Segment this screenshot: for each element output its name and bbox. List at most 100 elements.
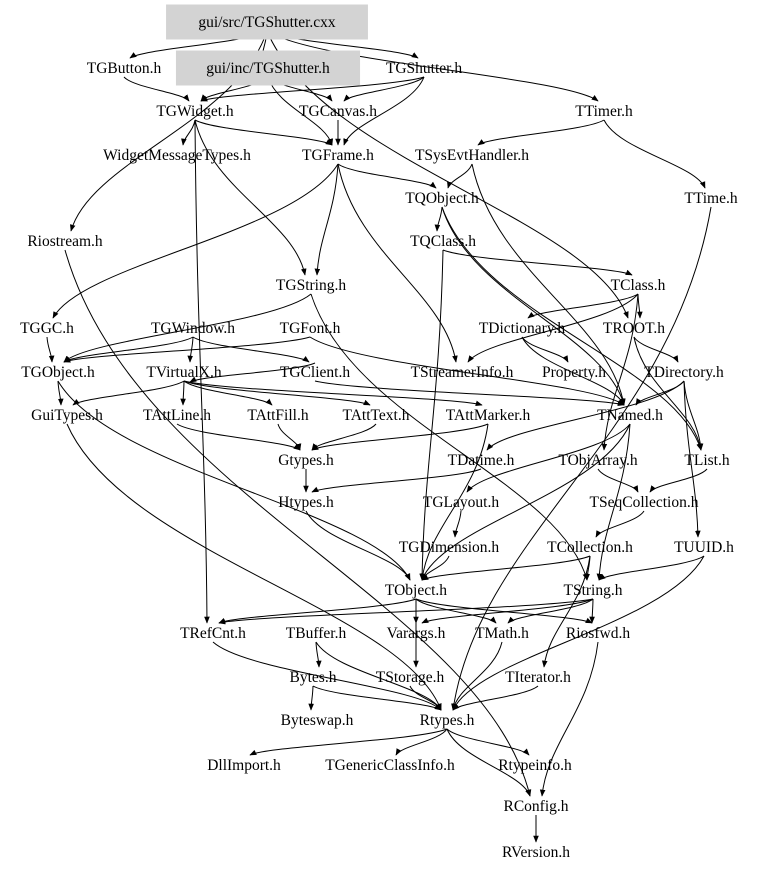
node-tclass-h[interactable]: TClass.h	[611, 277, 666, 294]
node-tuuid-h[interactable]: TUUID.h	[674, 539, 734, 556]
node-property-h[interactable]: Property.h	[542, 364, 606, 381]
node-label: TList.h	[684, 452, 729, 469]
edge-troot-h-to-tdirectory-h	[633, 336, 679, 363]
edge-tqobject-h-to-tqclass-h	[434, 206, 443, 232]
node-tgbutton-h[interactable]: TGButton.h	[87, 60, 162, 77]
node-widgetmessagetypes-h[interactable]: WidgetMessageTypes.h	[103, 147, 251, 164]
node-tgfont-h[interactable]: TGFont.h	[280, 320, 341, 337]
node-tseqcollection-h[interactable]: TSeqCollection.h	[590, 494, 699, 511]
node-rversion-h[interactable]: RVersion.h	[502, 844, 570, 861]
edge-rtypes-h-to-tgenericclassinfo-h	[395, 728, 448, 756]
node-tgstring-h[interactable]: TGString.h	[276, 277, 346, 294]
node-label: TIterator.h	[505, 669, 571, 686]
node-tggc-h[interactable]: TGGC.h	[20, 320, 74, 337]
node-tgwindow-h[interactable]: TGWindow.h	[151, 320, 235, 337]
node-ttime-h[interactable]: TTime.h	[684, 190, 738, 207]
node-tgframe-h[interactable]: TGFrame.h	[302, 147, 374, 164]
edge-gui-inc-tgshutter-h-to-tgframe-h	[267, 76, 334, 146]
edge-tmath-h-to-rtypes-h	[451, 641, 503, 711]
node-tatttext-h[interactable]: TAttText.h	[343, 407, 410, 424]
node-tqobject-h[interactable]: TQObject.h	[405, 190, 479, 207]
edge-tvirtualx-h-to-guitypes-h	[72, 380, 185, 406]
edge-tdirectory-h-to-tlist-h	[683, 380, 704, 451]
node-tgclient-h[interactable]: TGClient.h	[280, 364, 350, 381]
node-label: Rtypeinfo.h	[498, 757, 572, 774]
node-troot-h[interactable]: TROOT.h	[603, 320, 665, 337]
node-tcollection-h[interactable]: TCollection.h	[547, 539, 633, 556]
edge-tnamed-h-to-tstring-h	[596, 423, 631, 581]
node-tgenericclassinfo-h[interactable]: TGenericClassInfo.h	[325, 757, 455, 774]
node-tsysevthandler-h[interactable]: TSysEvtHandler.h	[415, 147, 529, 164]
node-titerator-h[interactable]: TIterator.h	[505, 669, 571, 686]
edge-rtypes-h-to-rtypeinfo-h	[446, 728, 530, 756]
node-tstorage-h[interactable]: TStorage.h	[376, 669, 445, 686]
node-riostream-h[interactable]: Riostream.h	[27, 233, 103, 250]
edge-troot-h-to-tlist-h	[633, 336, 703, 451]
node-tbuffer-h[interactable]: TBuffer.h	[286, 625, 347, 642]
node-label: TSeqCollection.h	[590, 494, 699, 511]
node-label: Htypes.h	[278, 494, 334, 511]
node-guitypes-h[interactable]: GuiTypes.h	[31, 407, 103, 424]
node-label: TGWidget.h	[156, 103, 234, 120]
node-label: TGenericClassInfo.h	[325, 757, 455, 774]
node-gui-inc-tgshutter-h[interactable]: gui/inc/TGShutter.h	[175, 50, 361, 86]
node-tgwidget-h[interactable]: TGWidget.h	[156, 103, 234, 120]
node-varargs-h[interactable]: Varargs.h	[387, 625, 446, 642]
edge-tdictionary-h-to-property-h	[521, 336, 569, 363]
node-tstring-h[interactable]: TString.h	[564, 582, 623, 599]
node-rtypes-h[interactable]: Rtypes.h	[420, 712, 475, 729]
node-tobjarray-h[interactable]: TObjArray.h	[558, 452, 637, 469]
node-tvirtualx-h[interactable]: TVirtualX.h	[146, 364, 222, 381]
node-label: RConfig.h	[503, 798, 568, 815]
node-tstreamerinfo-h[interactable]: TStreamerInfo.h	[411, 364, 514, 381]
node-label: Varargs.h	[387, 625, 446, 642]
node-label: TGButton.h	[87, 60, 162, 77]
node-label: GuiTypes.h	[31, 407, 103, 424]
node-label: TStorage.h	[376, 669, 445, 686]
edge-bytes-h-to-byteswap-h	[308, 685, 314, 711]
node-highlight-box	[175, 50, 361, 86]
node-tgshutter-h[interactable]: TGShutter.h	[386, 60, 462, 77]
node-label: Riostream.h	[27, 233, 103, 250]
node-byteswap-h[interactable]: Byteswap.h	[281, 712, 354, 729]
node-label: TObjArray.h	[558, 452, 637, 469]
node-tgobject-h[interactable]: TGObject.h	[21, 364, 95, 381]
node-tlist-h[interactable]: TList.h	[684, 452, 729, 469]
edge-tvirtualx-h-to-tattmarker-h	[183, 380, 483, 406]
node-label: TBuffer.h	[286, 625, 347, 642]
edge-tcollection-h-to-tstring-h	[584, 555, 591, 581]
node-tqclass-h[interactable]: TQClass.h	[410, 233, 476, 250]
edge-tgframe-h-to-tqobject-h	[337, 163, 437, 189]
node-dllimport-h[interactable]: DllImport.h	[207, 757, 281, 774]
node-tdatime-h[interactable]: TDatime.h	[448, 452, 515, 469]
node-tnamed-h[interactable]: TNamed.h	[597, 407, 663, 424]
node-label: Gtypes.h	[278, 452, 334, 469]
node-tdirectory-h[interactable]: TDirectory.h	[644, 364, 724, 381]
edge-tclass-h-to-tobjarray-h	[601, 293, 639, 451]
edge-tstring-h-to-trefcnt-h	[218, 598, 594, 625]
node-trefcnt-h[interactable]: TRefCnt.h	[180, 625, 246, 642]
node-riosfwd-h[interactable]: Riosfwd.h	[566, 625, 630, 642]
node-tattmarker-h[interactable]: TAttMarker.h	[446, 407, 531, 424]
node-htypes-h[interactable]: Htypes.h	[278, 494, 334, 511]
node-tgcanvas-h[interactable]: TGCanvas.h	[299, 103, 377, 120]
edge-tobject-h-to-tmath-h	[415, 598, 497, 624]
edge-tgdimension-h-to-tobject-h	[421, 555, 450, 581]
node-ttimer-h[interactable]: TTimer.h	[575, 103, 633, 120]
node-gui-src-tgshutter-cxx[interactable]: gui/src/TGShutter.cxx	[166, 4, 368, 40]
node-label: TObject.h	[385, 582, 447, 599]
node-tattfill-h[interactable]: TAttFill.h	[247, 407, 308, 424]
node-bytes-h[interactable]: Bytes.h	[290, 669, 337, 686]
node-tmath-h[interactable]: TMath.h	[475, 625, 529, 642]
node-label: TQClass.h	[410, 233, 476, 250]
node-rtypeinfo-h[interactable]: Rtypeinfo.h	[498, 757, 572, 774]
node-tgdimension-h[interactable]: TGDimension.h	[399, 539, 500, 556]
edge-htypes-h-to-tobject-h	[305, 510, 411, 581]
node-tattline-h[interactable]: TAttLine.h	[143, 407, 211, 424]
node-tobject-h[interactable]: TObject.h	[385, 582, 447, 599]
node-rconfig-h[interactable]: RConfig.h	[503, 798, 568, 815]
node-tdictionary-h[interactable]: TDictionary.h	[479, 320, 566, 337]
node-gtypes-h[interactable]: Gtypes.h	[278, 452, 334, 469]
node-tglayout-h[interactable]: TGLayout.h	[423, 494, 499, 511]
